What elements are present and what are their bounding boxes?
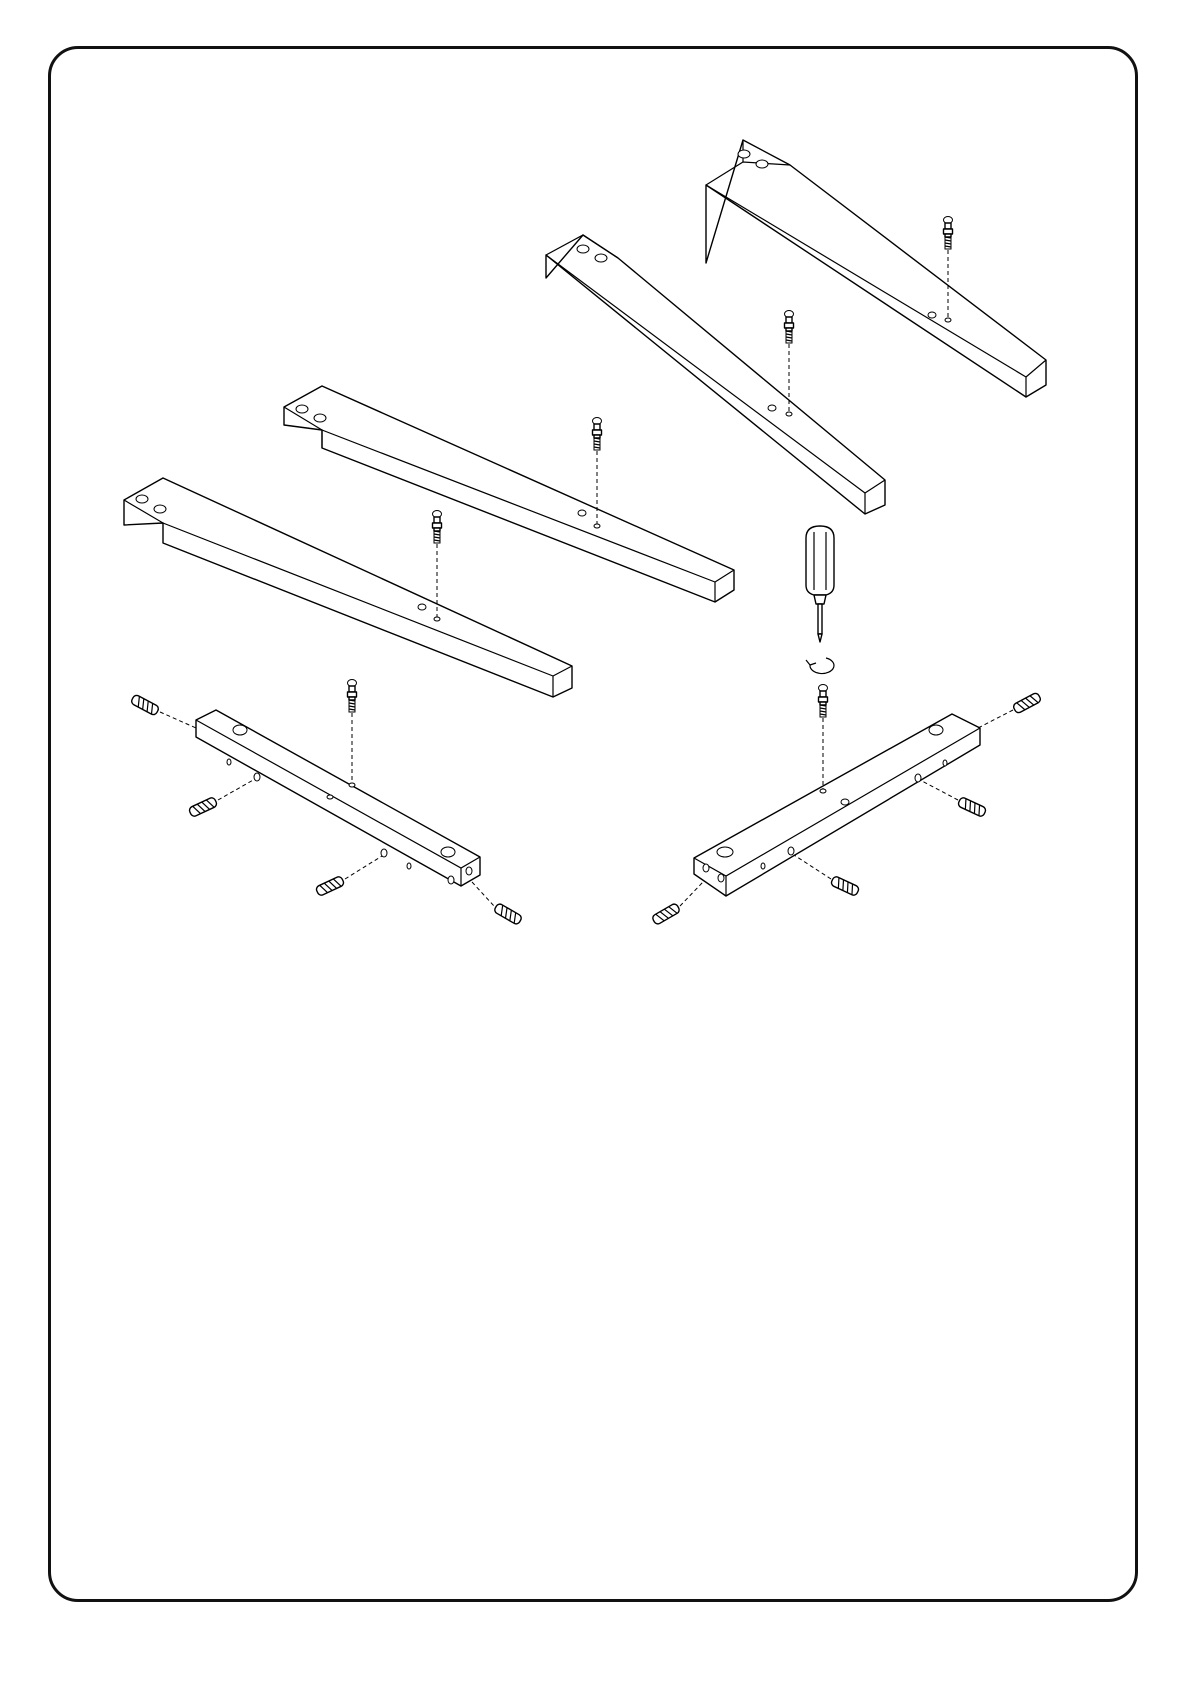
cam-bolt-rail-right xyxy=(819,685,828,790)
rail-right xyxy=(694,714,980,896)
screwdriver-icon xyxy=(806,526,834,642)
dowel-rail-left-2 xyxy=(188,779,255,817)
dowel-rail-left-4 xyxy=(472,882,523,925)
dowel-rail-left-3 xyxy=(315,856,382,896)
leg-4 xyxy=(706,140,1046,397)
dowel-rail-right-4 xyxy=(651,882,703,925)
dowel-rail-right-1 xyxy=(978,692,1042,728)
rotate-arrow-icon xyxy=(806,658,834,674)
dowel-rail-right-2 xyxy=(920,780,987,817)
dowel-rail-right-3 xyxy=(794,855,860,896)
dowel-rail-left-1 xyxy=(130,694,196,728)
cam-bolt-leg-1 xyxy=(433,511,442,618)
cam-bolt-rail-left xyxy=(348,680,357,784)
rail-left xyxy=(196,710,480,886)
